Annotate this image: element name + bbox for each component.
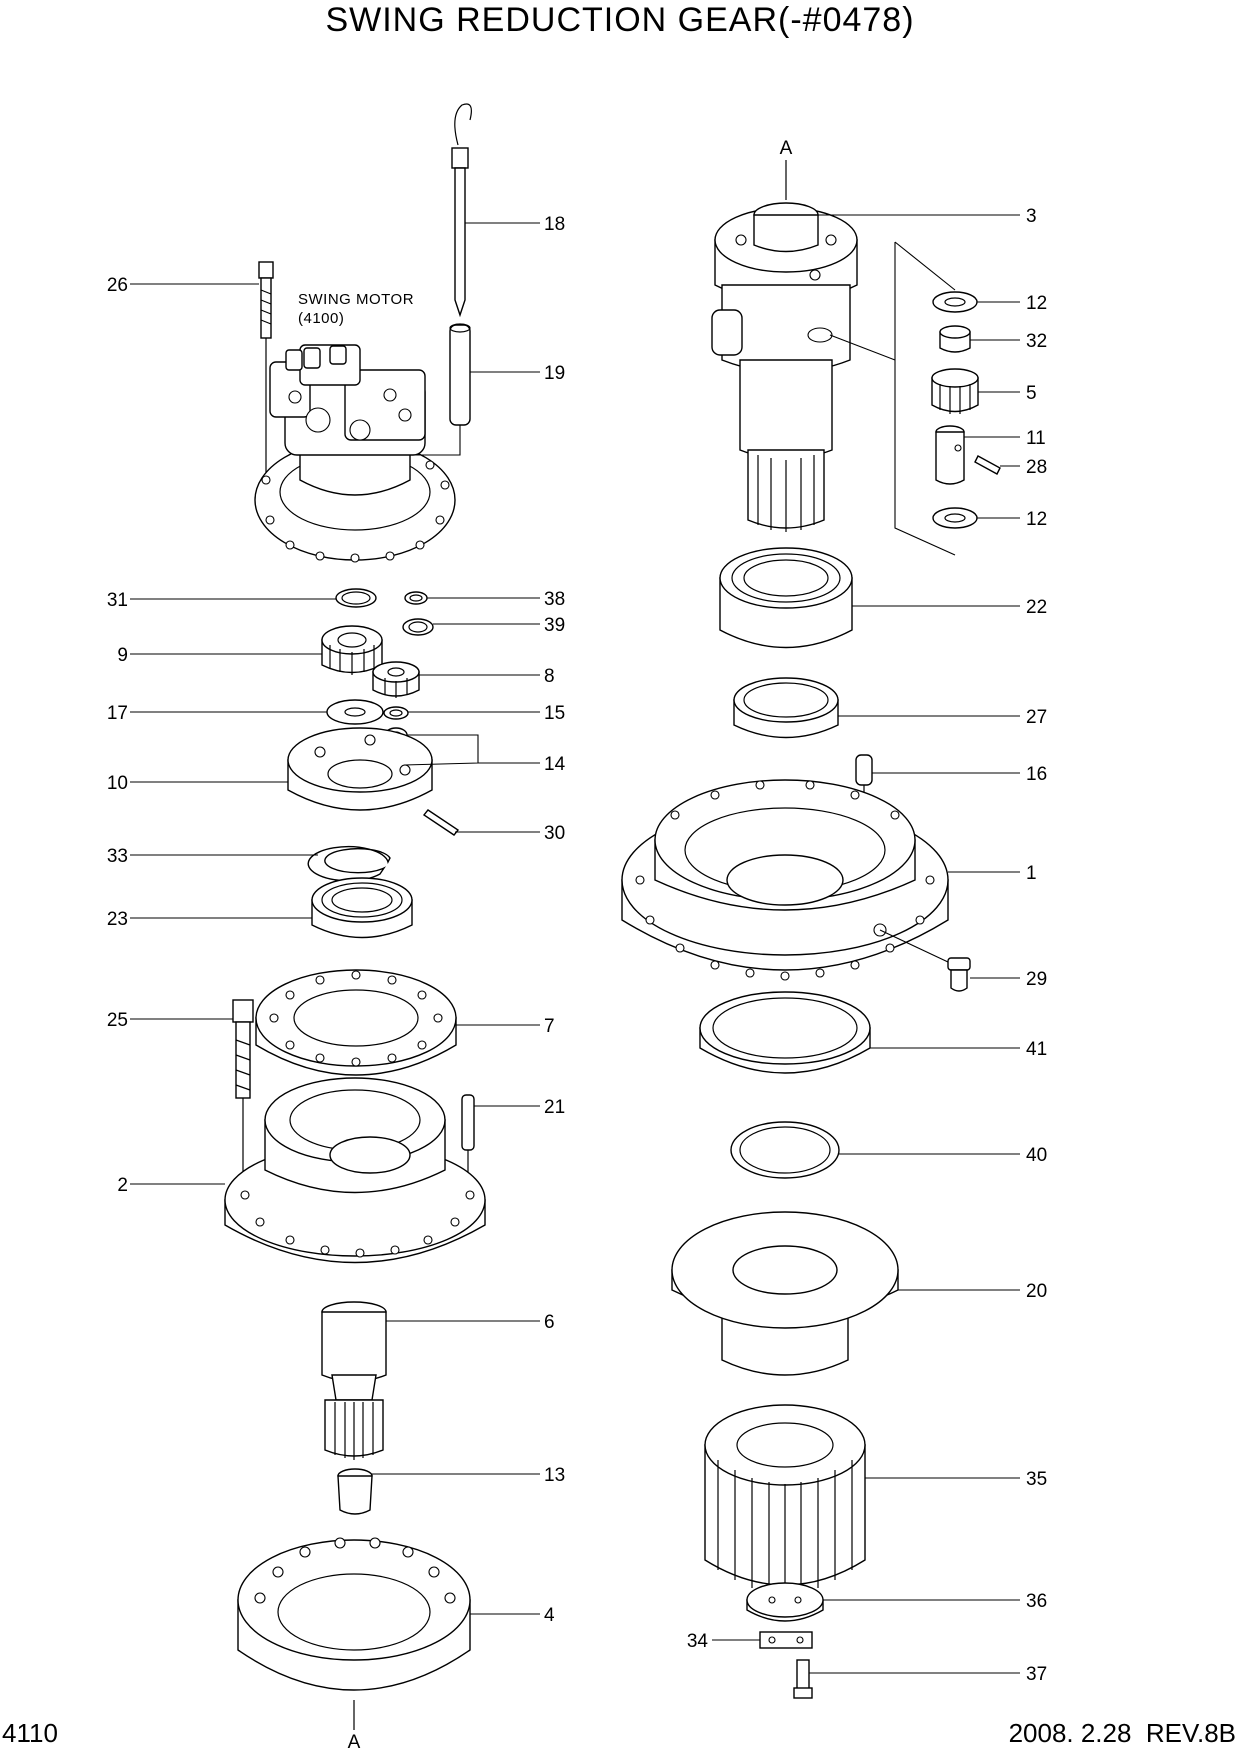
callout-9: 9 — [117, 645, 128, 666]
callout-5: 5 — [1026, 383, 1037, 404]
part-11-pin — [935, 425, 965, 485]
callout-7: 7 — [544, 1016, 555, 1037]
callout-19: 19 — [544, 363, 565, 384]
part-6-shaft — [321, 1301, 387, 1460]
part-22-bearing — [719, 547, 853, 649]
part-29-plug — [879, 929, 971, 992]
part-32-needle-bearing — [939, 325, 971, 353]
part-41-ring — [699, 991, 871, 1074]
callout-18: 18 — [544, 214, 565, 235]
part-19-pipe — [410, 323, 471, 456]
part-13-spacer — [337, 1468, 373, 1515]
callout-8: 8 — [544, 666, 555, 687]
callout-12-lower: 12 — [1026, 509, 1047, 530]
callout-16: 16 — [1026, 764, 1047, 785]
part-28-spring-pin — [974, 455, 1001, 475]
part-33-snap-ring — [307, 845, 391, 882]
callout-34: 34 — [687, 1631, 709, 1652]
part-34-lock-plate — [759, 1631, 813, 1649]
callout-17: 17 — [107, 703, 128, 724]
callout-23: 23 — [107, 909, 128, 930]
callout-4: 4 — [544, 1605, 555, 1626]
callout-20: 20 — [1026, 1281, 1047, 1302]
callout-14: 14 — [544, 754, 566, 775]
callout-25: 25 — [107, 1010, 128, 1031]
callout-26: 26 — [107, 275, 128, 296]
part-4-ring-gear — [237, 1537, 471, 1730]
callout-27: 27 — [1026, 707, 1047, 728]
part-9-sun-gear — [321, 625, 383, 675]
motor-note-line2: (4100) — [298, 310, 344, 327]
callout-29: 29 — [1026, 969, 1047, 990]
part-30-pin — [422, 809, 460, 836]
motor-note-line1: SWING MOTOR — [298, 291, 414, 308]
part-5-planet-gear — [931, 368, 979, 414]
part-12-washer-upper — [932, 291, 978, 313]
callout-28: 28 — [1026, 457, 1047, 478]
part-40-seal — [730, 1121, 840, 1179]
group-bracket — [894, 241, 956, 556]
callout-21: 21 — [544, 1097, 565, 1118]
callout-2: 2 — [117, 1175, 128, 1196]
revision-stamp: 2008. 2.28 REV.8B — [1008, 1718, 1236, 1748]
part-7-ring-gear — [255, 969, 457, 1076]
callout-32: 32 — [1026, 331, 1047, 352]
callout-15: 15 — [544, 703, 565, 724]
callout-10: 10 — [107, 773, 128, 794]
callout-22: 22 — [1026, 597, 1047, 618]
callout-6: 6 — [544, 1312, 555, 1333]
part-37-bolt — [793, 1659, 813, 1699]
page-title: SWING REDUCTION GEAR(-#0478) — [325, 1, 915, 39]
part-20-cover — [671, 1211, 899, 1376]
section-mark-top: A — [780, 138, 793, 159]
part-38-ring — [404, 591, 428, 605]
part-25-bolt — [232, 999, 254, 1195]
part-18-dipstick — [451, 103, 472, 318]
part-27-collar — [733, 677, 839, 739]
callout-38: 38 — [544, 589, 565, 610]
page-number: 4110 — [2, 1718, 58, 1748]
part-36-plate — [746, 1582, 824, 1622]
part-3-carrier-shaft — [711, 160, 858, 532]
callout-41: 41 — [1026, 1039, 1047, 1060]
part-10-carrier — [287, 727, 433, 811]
part-23-bearing — [311, 877, 413, 939]
part-12-washer-lower — [932, 507, 978, 529]
section-mark-bottom: A — [348, 1732, 361, 1753]
callout-37: 37 — [1026, 1664, 1047, 1685]
callout-3: 3 — [1026, 206, 1037, 227]
callout-39: 39 — [544, 615, 565, 636]
callout-labels: 26 31 9 17 10 33 23 25 2 18 19 38 39 8 1… — [107, 138, 1047, 1753]
callout-13: 13 — [544, 1465, 565, 1486]
callout-12-upper: 12 — [1026, 293, 1047, 314]
callout-1: 1 — [1026, 863, 1037, 884]
leader-lines — [130, 214, 1020, 1674]
callout-11: 11 — [1026, 428, 1046, 449]
callout-36: 36 — [1026, 1591, 1047, 1612]
part-35-pinion — [704, 1404, 866, 1594]
part-2-housing — [224, 1077, 486, 1264]
part-39-ring — [402, 618, 434, 636]
callout-30: 30 — [544, 823, 565, 844]
part-8-planet-gear — [372, 661, 420, 698]
callout-40: 40 — [1026, 1145, 1047, 1166]
callout-35: 35 — [1026, 1469, 1047, 1490]
callout-33: 33 — [107, 846, 128, 867]
part-17-thrust-washer — [326, 699, 384, 725]
part-1-casing — [621, 779, 949, 981]
part-15-ring — [383, 706, 409, 720]
callout-31: 31 — [107, 590, 128, 611]
swing-motor-assembly — [254, 344, 456, 563]
